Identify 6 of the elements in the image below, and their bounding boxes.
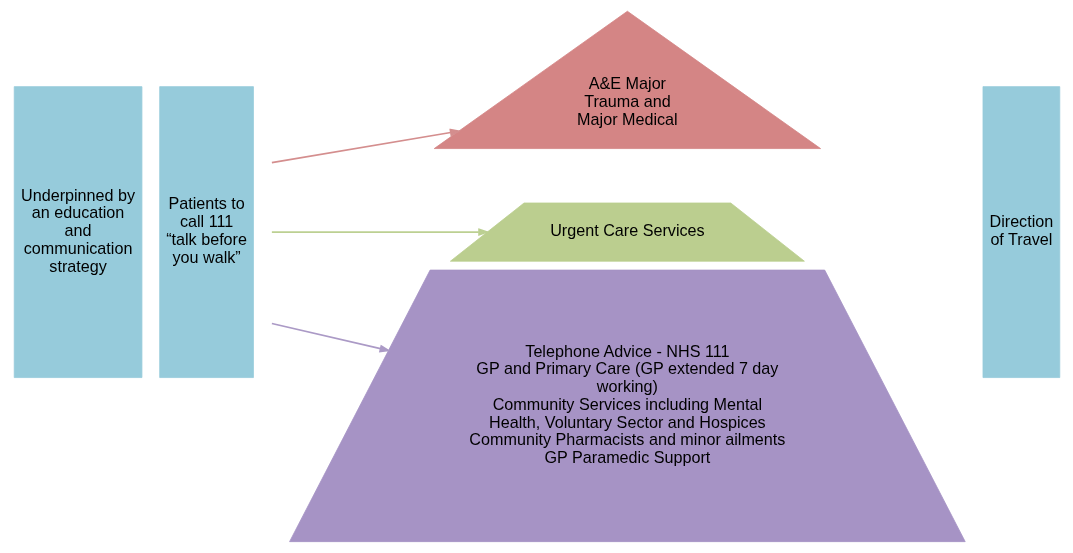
node-box: Underpinned by an education and communication strategy xyxy=(13,86,142,378)
node-box: Direction of Travel xyxy=(982,86,1060,378)
arrow xyxy=(270,228,490,237)
arrow xyxy=(270,128,461,164)
arrow xyxy=(270,322,391,353)
node-box: Patients to call 111 “talk before you walk” xyxy=(158,86,254,378)
